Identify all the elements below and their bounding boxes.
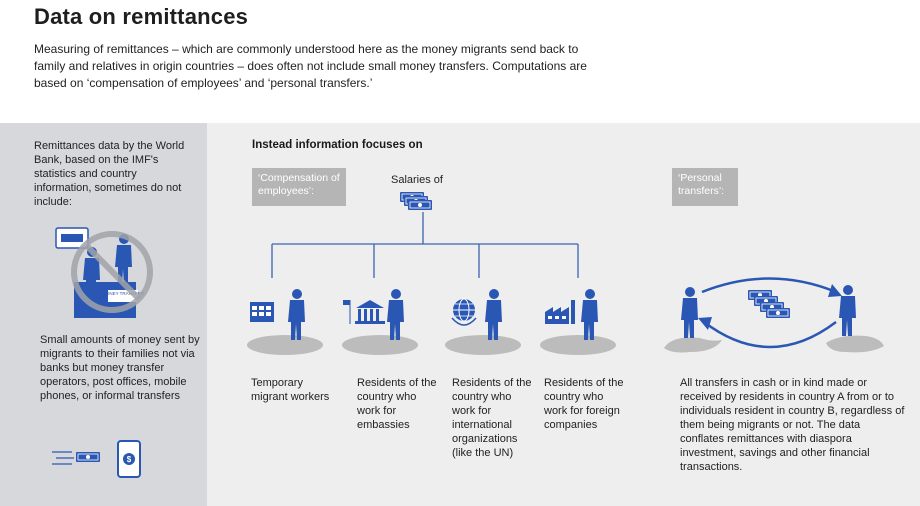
personal-transfers-description: All transfers in cash or in kind made or… (680, 377, 905, 473)
temporary-workers-illustration (247, 289, 323, 355)
not-included-intro: Remittances data by the World Bank, base… (34, 140, 185, 208)
category-label-international-orgs: Residents of the country who work for in… (452, 377, 532, 459)
calendar-icon (250, 302, 274, 322)
embassy-icon (343, 300, 385, 324)
svg-text:$: $ (127, 455, 132, 464)
category-label-foreign-companies: Residents of the country who work for fo… (544, 377, 624, 431)
compensation-tag: ‘Compensation of employees’: (252, 168, 346, 206)
small-amounts-text: Small amounts of money sent by migrants … (40, 334, 200, 402)
factory-icon (545, 300, 575, 324)
transfer-money-icon (747, 289, 791, 319)
page-title: Data on remittances (34, 4, 249, 29)
money-flying-icon (52, 451, 101, 465)
focus-heading: Instead information focuses on (252, 139, 423, 151)
prohibited-icon (71, 231, 153, 313)
salaries-money-icon (399, 191, 433, 211)
globe-icon (451, 298, 477, 326)
embassies-illustration (342, 289, 418, 355)
personal-transfers-tag: ‘Personal transfers’: (672, 168, 738, 206)
money-transfer-sign-text: MONEY TRANSFER (102, 291, 145, 296)
foreign-companies-illustration (540, 289, 616, 355)
international-orgs-illustration (445, 289, 521, 355)
category-label-temporary-workers: Temporary migrant workers (251, 377, 330, 403)
mobile-phone-icon: $ (117, 440, 141, 478)
intro-paragraph: Measuring of remittances – which are com… (34, 42, 587, 90)
category-label-embassies: Residents of the country who work for em… (357, 377, 437, 431)
salaries-label: Salaries of (391, 174, 443, 186)
connector-tree (271, 212, 579, 278)
personal-transfers-illustration (664, 277, 884, 353)
